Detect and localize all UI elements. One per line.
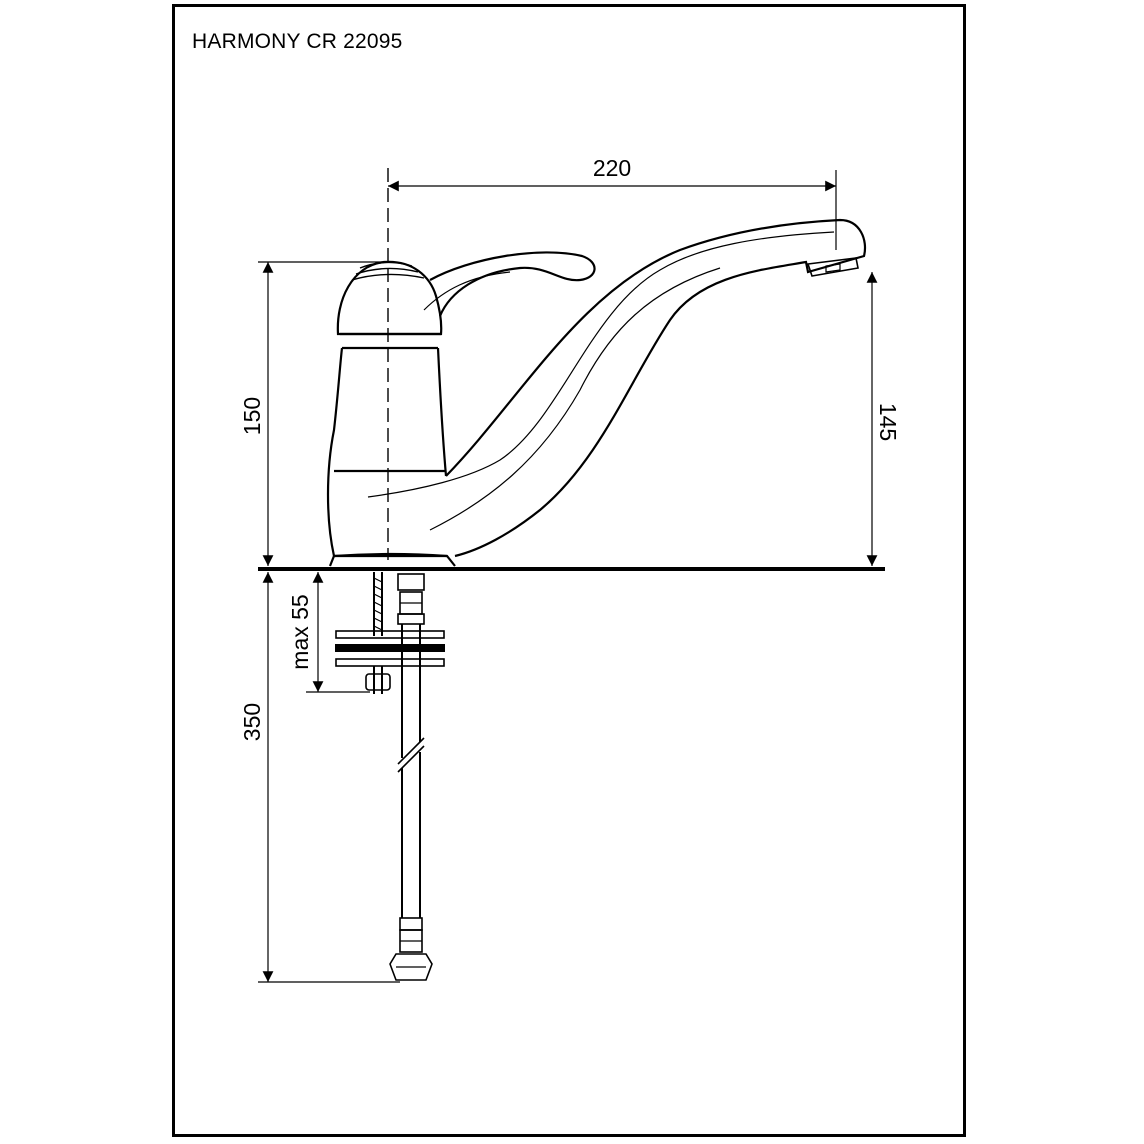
mounting-hardware xyxy=(335,572,445,694)
dimension-label-220: 220 xyxy=(593,155,631,181)
dimension-label-max-55: max 55 xyxy=(287,594,313,669)
dimension-max-thickness: max 55 xyxy=(287,572,370,693)
dimension-total-height: 150 xyxy=(239,261,386,566)
product-title: HARMONY CR 22095 xyxy=(192,30,403,53)
dimension-label-350: 350 xyxy=(239,703,265,741)
dimension-label-145: 145 xyxy=(875,403,901,441)
faucet-body xyxy=(326,218,867,567)
supply-hose xyxy=(389,573,433,981)
dimension-label-150: 150 xyxy=(239,397,265,435)
dimension-spout-reach: 220 xyxy=(388,155,837,250)
dimension-spout-height: 145 xyxy=(866,272,901,566)
dimension-below-deck: 350 xyxy=(239,572,400,983)
